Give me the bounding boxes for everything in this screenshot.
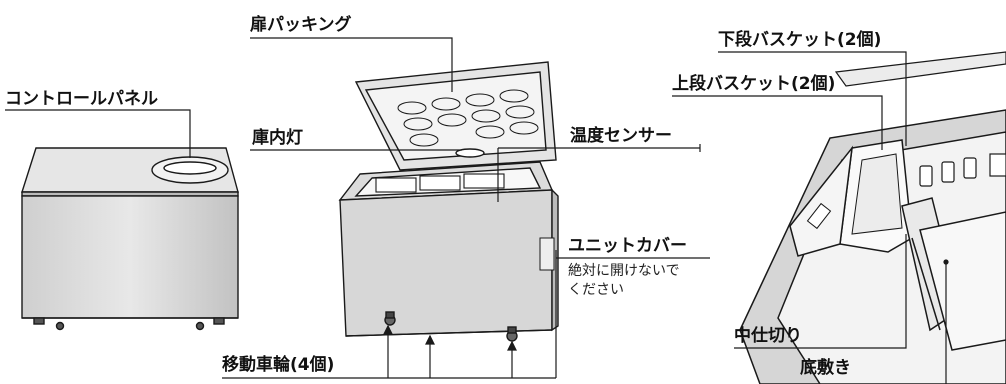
label-upper-basket: 上段バスケット(2個)	[672, 74, 836, 94]
label-control-panel: コントロールパネル	[5, 89, 158, 109]
label-interior-light: 庫内灯	[252, 128, 303, 148]
label-lower-basket: 下段バスケット(2個)	[718, 30, 882, 50]
leader-control-panel	[5, 109, 191, 158]
unit-cover-note-line2: ください	[568, 282, 624, 298]
freezer-closed	[21, 147, 239, 331]
label-casters: 移動車輪(4個)	[222, 355, 335, 375]
unit-cover-note-line1: 絶対に開けないで	[568, 263, 680, 279]
label-door-gasket: 扉パッキング	[250, 15, 352, 35]
label-divider: 中仕切り	[734, 326, 802, 346]
label-unit-cover: ユニットカバー	[568, 236, 687, 256]
leaders-interior	[672, 51, 949, 384]
freezer-open	[338, 61, 559, 342]
label-temp-sensor: 温度センサー	[570, 126, 672, 146]
label-bottom-mat: 底敷き	[800, 358, 851, 378]
interior-closeup	[739, 51, 1006, 384]
leaders-freezer-open	[222, 37, 710, 379]
